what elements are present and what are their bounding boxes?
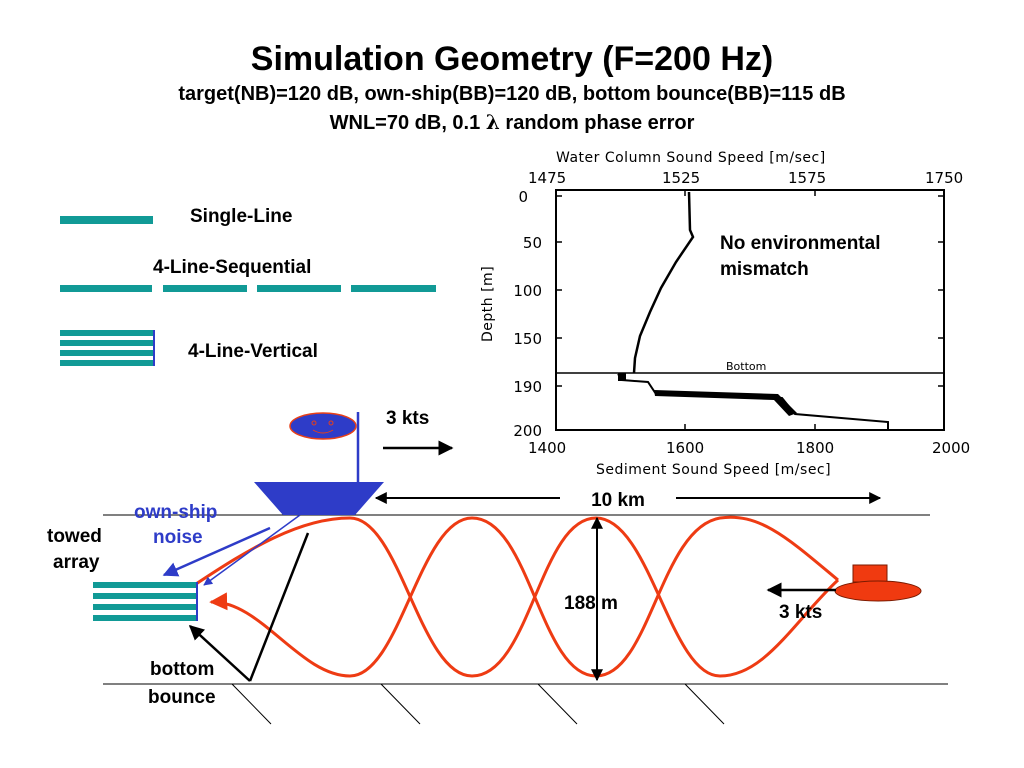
sediment-profile-band <box>654 390 797 416</box>
bottom-tick: 1400 <box>528 439 566 457</box>
y-axis-label: Depth [m] <box>480 266 496 342</box>
own-ship-direct-path <box>203 514 301 586</box>
legend-vertical: 4-Line-Vertical <box>60 330 318 366</box>
depth-label: 188 m <box>564 593 618 614</box>
bottom-bounce-label-1: bottom <box>150 659 214 680</box>
target-submarine <box>834 564 922 602</box>
propagation-path-1 <box>209 515 839 678</box>
annotation-line-1: No environmental <box>720 233 880 254</box>
bottom-axis-title: Sediment Sound Speed [m/sec] <box>596 462 831 478</box>
y-tick: 200 <box>513 422 542 440</box>
own-ship <box>254 412 384 515</box>
subtitle-prefix: WNL=70 dB, 0.1 <box>329 112 481 134</box>
plot-frame <box>555 189 945 431</box>
bottom-tick: 1800 <box>796 439 834 457</box>
propagation-path-2 <box>192 516 840 678</box>
legend-single-line: Single-Line <box>60 206 292 227</box>
water-column-profile <box>632 191 695 374</box>
target-speed-label: 3 kts <box>779 602 822 623</box>
top-tick: 1525 <box>662 169 700 187</box>
own-ship-noise-arrow <box>162 526 271 577</box>
annotation-line-2: mismatch <box>720 259 809 280</box>
top-tick: 1750 <box>925 169 963 187</box>
y-tick: 50 <box>523 234 542 252</box>
propagation-paths <box>192 515 840 678</box>
lambda-symbol: λ <box>485 110 500 134</box>
sediment-profile-start <box>618 373 626 381</box>
slide-title: Simulation Geometry (F=200 Hz) <box>250 40 774 78</box>
y-tick: 190 <box>513 378 542 396</box>
sediment-profile <box>617 373 889 430</box>
bottom-marker-label: Bottom <box>726 360 766 373</box>
towed-label-2: array <box>53 552 100 573</box>
y-tick: 0 <box>518 188 528 206</box>
bottom-bounce-up <box>188 624 251 682</box>
sequential-array-icon <box>60 285 436 292</box>
single-line-label: Single-Line <box>190 206 292 227</box>
single-line-array-icon <box>60 216 153 224</box>
top-tick: 1575 <box>788 169 826 187</box>
slide-subtitle-2: WNL=70 dB, 0.1 λ random phase error <box>0 110 1024 135</box>
vertical-array-icon <box>60 330 155 366</box>
top-tick: 1475 <box>528 169 566 187</box>
sound-speed-plot: Water Column Sound Speed [m/sec] 1475 15… <box>480 150 970 478</box>
top-axis-title: Water Column Sound Speed [m/sec] <box>556 150 826 166</box>
y-tick: 100 <box>513 282 542 300</box>
towed-label-1: towed <box>47 526 102 547</box>
slide-subtitle: target(NB)=120 dB, own-ship(BB)=120 dB, … <box>178 83 846 105</box>
range-label: 10 km <box>591 490 645 511</box>
bottom-bounce-label-2: bounce <box>148 687 216 708</box>
vertical-label: 4-Line-Vertical <box>188 341 318 362</box>
bottom-bounce-down <box>248 532 310 682</box>
bottom-tick: 2000 <box>932 439 970 457</box>
sequential-label: 4-Line-Sequential <box>153 257 311 278</box>
towed-array-icon <box>93 582 198 621</box>
smiley-face-icon <box>289 412 357 440</box>
subtitle-suffix: random phase error <box>505 112 695 134</box>
y-tick: 150 <box>513 330 542 348</box>
own-ship-label-1: own-ship <box>134 502 217 523</box>
legend-sequential: 4-Line-Sequential <box>60 257 436 292</box>
bottom-tick: 1600 <box>666 439 704 457</box>
own-ship-label-2: noise <box>153 527 203 548</box>
target-hull <box>834 580 922 602</box>
plot-ticks <box>556 190 944 430</box>
ship-speed-label: 3 kts <box>386 408 429 429</box>
target-tower <box>852 564 888 583</box>
bottom-hatching <box>231 683 725 725</box>
ship-hull <box>254 482 384 515</box>
